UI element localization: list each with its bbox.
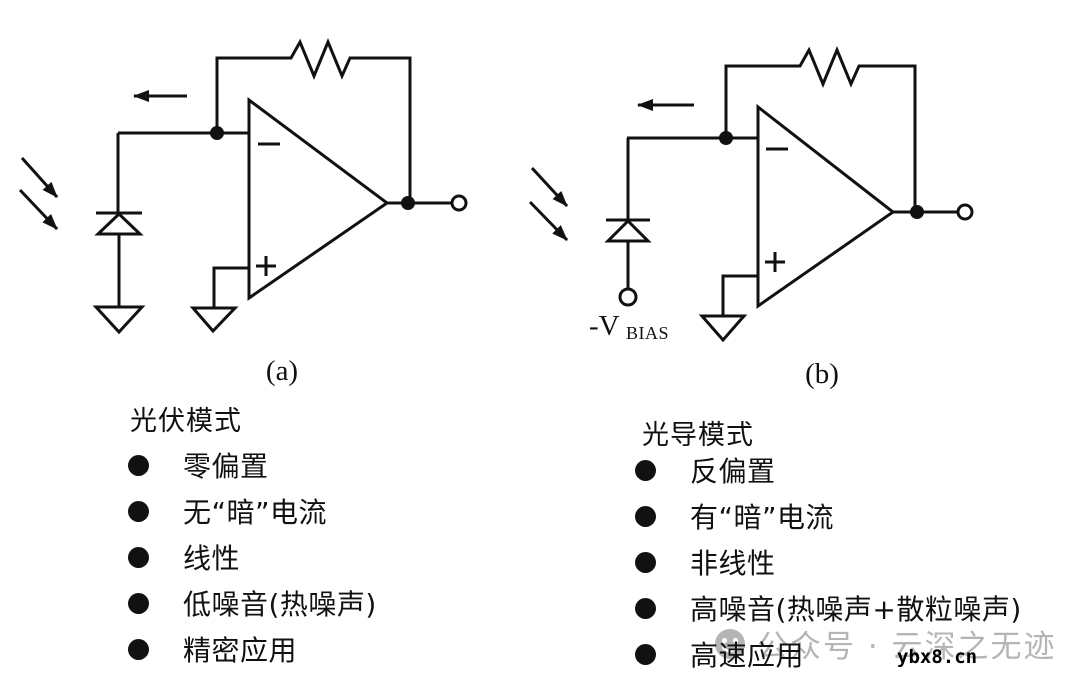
list-item-label: 反偏置 bbox=[690, 455, 776, 488]
output-node-dot-a bbox=[401, 196, 415, 210]
list-item-label: 非线性 bbox=[690, 547, 776, 580]
feedback-resistor-b bbox=[724, 46, 917, 212]
output-wire-b bbox=[893, 203, 974, 221]
output-terminal-b bbox=[956, 203, 974, 221]
circuit-diagram: -V BIAS bbox=[18, 38, 974, 343]
photodiode-icon-a bbox=[94, 133, 144, 307]
panel-a-list: 零偏置 无“暗”电流 线性 低噪音(热噪声) 精密应用 bbox=[128, 442, 377, 672]
junction-dot-a bbox=[210, 126, 224, 140]
circuit-a bbox=[18, 38, 468, 335]
photodiode-icon-b bbox=[604, 138, 652, 307]
plus-icon-a bbox=[256, 256, 276, 276]
vbias-label: -V BIAS bbox=[589, 310, 669, 343]
ground-icon-a1 bbox=[92, 305, 146, 335]
watermark-logo-icon bbox=[715, 628, 745, 659]
bullet-icon bbox=[635, 551, 656, 573]
output-terminal-a bbox=[450, 194, 468, 212]
caption-a: (a) bbox=[265, 355, 299, 387]
list-item: 高噪音(热噪声+散粒噪声) bbox=[635, 585, 1022, 631]
list-item-label: 高速应用 bbox=[690, 639, 805, 672]
bullet-icon bbox=[635, 597, 656, 619]
list-item-label: 有“暗”电流 bbox=[690, 501, 835, 534]
list-item-label: 零偏置 bbox=[183, 450, 269, 483]
bullet-icon bbox=[635, 505, 656, 527]
vbias-label-sub: BIAS bbox=[626, 323, 669, 343]
output-wire-a bbox=[387, 194, 468, 212]
noninverting-input-wire-b bbox=[721, 274, 758, 316]
op-amp-b bbox=[756, 103, 896, 309]
inverting-input-wire-b bbox=[627, 131, 758, 145]
panel-b-list: 反偏置 有“暗”电流 非线性 高噪音(热噪声+散粒噪声) 高速应用 bbox=[635, 447, 1022, 677]
inverting-input-wire-a bbox=[118, 126, 249, 140]
list-item: 有“暗”电流 bbox=[635, 493, 1022, 539]
list-item-label: 低噪音(热噪声) bbox=[183, 588, 377, 621]
caption-b: (b) bbox=[805, 358, 839, 390]
list-item-label: 线性 bbox=[183, 542, 241, 575]
list-item: 零偏置 bbox=[128, 442, 377, 488]
bullet-icon bbox=[128, 546, 149, 568]
bias-terminal-b bbox=[618, 287, 638, 307]
list-item: 精密应用 bbox=[128, 626, 377, 672]
plus-icon-b bbox=[765, 252, 785, 272]
bullet-icon bbox=[128, 638, 149, 660]
list-item-label: 无“暗”电流 bbox=[183, 496, 328, 529]
noninverting-input-wire-a bbox=[212, 266, 249, 308]
bullet-icon bbox=[635, 643, 656, 665]
junction-dot-b bbox=[719, 131, 733, 145]
panel-b-title: 光导模式 bbox=[642, 420, 754, 451]
bullet-icon bbox=[128, 454, 149, 476]
list-item: 反偏置 bbox=[635, 447, 1022, 493]
bullet-icon bbox=[128, 500, 149, 522]
watermark: 公众号 · 云深之无迹 bbox=[714, 621, 1057, 666]
panel-a-title: 光伏模式 bbox=[130, 406, 242, 437]
output-node-dot-b bbox=[910, 205, 924, 219]
watermark-account-text: 公众号 · 云深之无迹 bbox=[757, 629, 1057, 665]
list-item: 非线性 bbox=[635, 539, 1022, 585]
incident-light-arrows-b bbox=[528, 166, 569, 242]
vbias-label-main: -V bbox=[589, 310, 620, 342]
list-item: 线性 bbox=[128, 534, 377, 580]
watermark-site-text: ybx8.cn bbox=[897, 646, 978, 668]
ground-icon-b bbox=[698, 314, 748, 343]
bullet-icon bbox=[635, 459, 656, 481]
list-item-label: 高噪音(热噪声+散粒噪声) bbox=[690, 593, 1022, 626]
feedback-resistor-a bbox=[215, 38, 412, 203]
list-item-label: 精密应用 bbox=[183, 634, 298, 667]
ground-icon-a2 bbox=[189, 306, 239, 334]
bullet-icon bbox=[128, 592, 149, 614]
circuit-b bbox=[528, 46, 974, 343]
list-item: 无“暗”电流 bbox=[128, 488, 377, 534]
op-amp-a bbox=[247, 97, 390, 301]
incident-light-arrows-a bbox=[18, 156, 59, 231]
list-item: 低噪音(热噪声) bbox=[128, 580, 377, 626]
list-item: 高速应用 bbox=[635, 631, 1022, 677]
